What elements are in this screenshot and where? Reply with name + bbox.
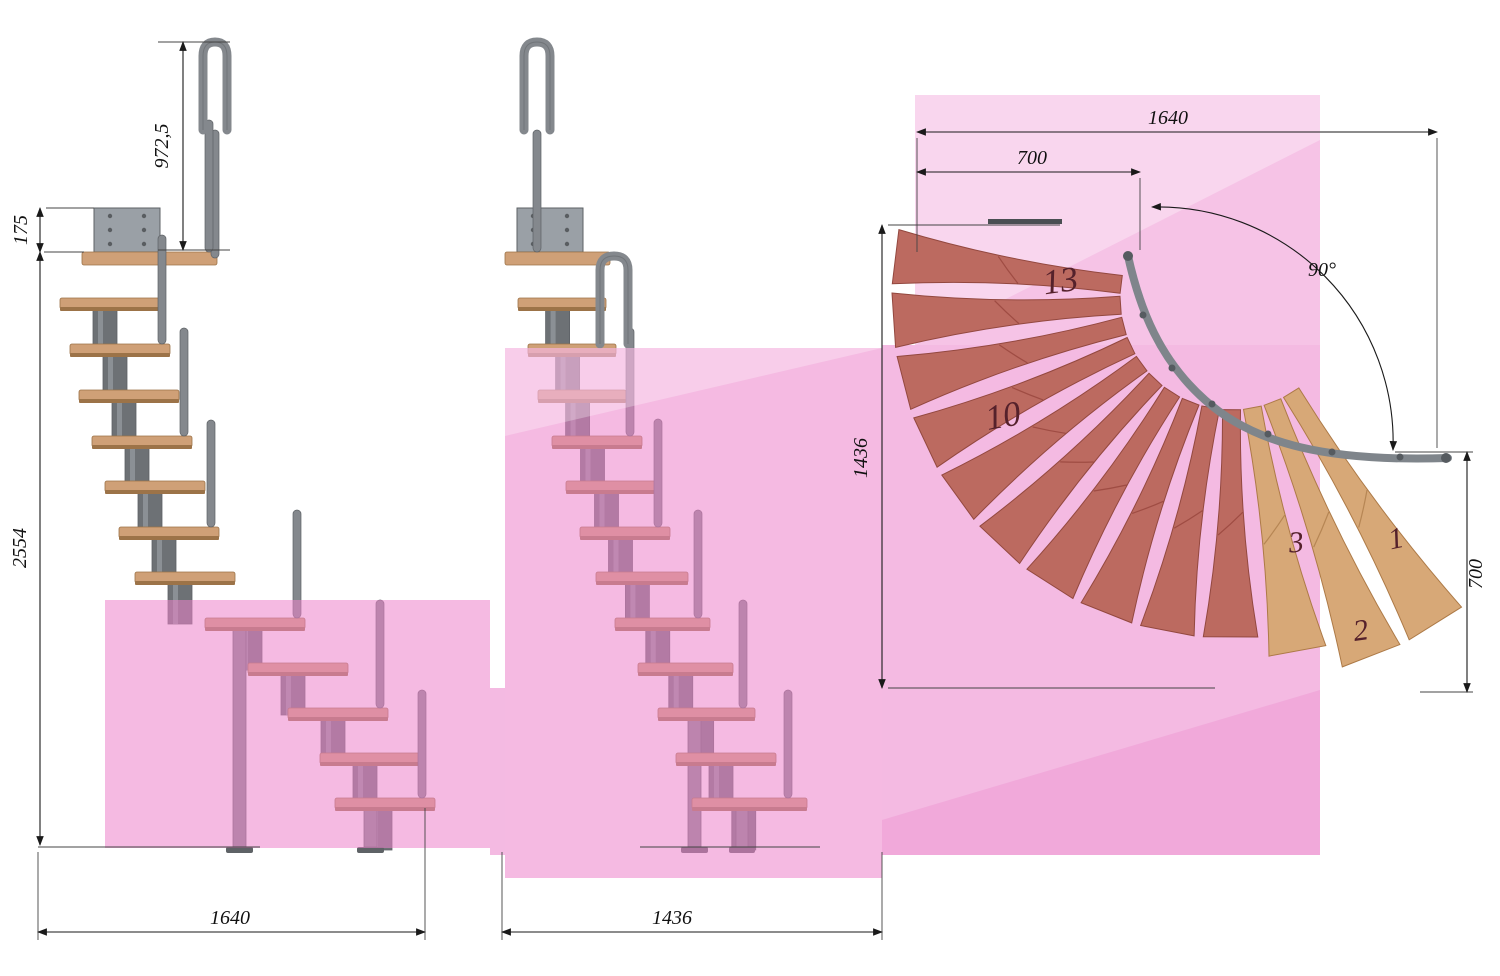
wall-mount-plate <box>516 207 584 253</box>
handrail-loop-line <box>523 41 551 130</box>
platform-tread <box>81 251 218 266</box>
handrail-loop <box>519 37 555 135</box>
rail-post-icon <box>1123 251 1133 261</box>
plan-tread-grain <box>1313 511 1330 548</box>
handrail-loop <box>595 251 633 349</box>
rail-baluster-icon <box>1328 448 1336 456</box>
plan-tread <box>896 316 1127 410</box>
rail-baluster-icon <box>1208 400 1216 408</box>
plan-tread-grain <box>1358 489 1368 528</box>
bolt-icon <box>564 227 570 233</box>
dimensions: 972,5 175 2554 1640 1436 1640 700 90° 14… <box>9 41 1487 940</box>
tread-label-2: 2 <box>1351 613 1370 648</box>
pink-overlay-strip <box>490 688 505 855</box>
stair-tread-edge <box>70 353 170 357</box>
bolt-icon <box>141 241 147 247</box>
dim-700-right: 700 <box>1465 559 1487 589</box>
tread-label-1: 1 <box>1385 521 1407 556</box>
stair-tread-edge <box>119 536 219 540</box>
dim-2554: 2554 <box>9 528 31 568</box>
plan-tread <box>913 336 1136 468</box>
tread-label-13: 13 <box>1040 259 1080 302</box>
pink-tints <box>105 348 882 878</box>
handrail-post <box>179 327 189 437</box>
plan-tread <box>1242 405 1327 657</box>
dim-700-top: 700 <box>1017 147 1047 169</box>
plan-tread-grain <box>998 344 1028 364</box>
stair-tread-edge <box>105 490 205 494</box>
rail-baluster-icon <box>1396 453 1404 461</box>
plan-tread <box>891 228 1123 294</box>
tread-label-3: 3 <box>1286 525 1305 559</box>
rail-baluster-icon <box>1139 311 1147 319</box>
handrail-post <box>204 119 214 253</box>
plan-tread-grain <box>1032 426 1066 434</box>
plan-tread-grain <box>1011 386 1044 401</box>
wall-mount-plate <box>93 207 161 253</box>
stair-spine-module <box>102 351 128 397</box>
stair-spine-module <box>111 397 137 443</box>
rail-baluster-icon <box>1168 364 1176 372</box>
stair-spine-highlight <box>130 444 135 488</box>
bolt-icon <box>141 213 147 219</box>
plan-tread-grain <box>1217 511 1244 536</box>
bolt-icon <box>141 227 147 233</box>
stair-spine-module <box>545 305 570 351</box>
pink-tint-middle <box>505 348 882 878</box>
stair-spine-module <box>137 488 163 534</box>
rail-post-icon <box>1441 453 1451 463</box>
plan-tread <box>1139 405 1221 637</box>
stair-spine-module <box>92 305 118 351</box>
handrail-post <box>206 419 216 528</box>
plan-tread-grain <box>994 300 1020 325</box>
dim-175: 175 <box>10 215 32 245</box>
plan-tread-grain <box>1093 484 1127 492</box>
bolt-icon <box>564 241 570 247</box>
wall-bracket <box>988 219 1062 224</box>
stair-spine-highlight <box>108 352 113 396</box>
dim-1436-front: 1436 <box>652 907 692 929</box>
stair-tread-edge <box>135 581 235 585</box>
handrail-post <box>532 129 542 253</box>
tread-label-10: 10 <box>982 393 1024 438</box>
plan-tread-grain <box>1263 514 1286 545</box>
handrail-loop-line <box>599 255 629 344</box>
dim-1640-plan: 1640 <box>1148 107 1188 129</box>
stair-spine-highlight <box>157 535 162 579</box>
support-foot <box>357 847 384 853</box>
plan-tread <box>1263 398 1401 668</box>
bolt-icon <box>107 241 113 247</box>
handrail-post <box>157 234 167 345</box>
plan-tread-grain <box>1132 500 1164 514</box>
stair-tread-edge <box>79 399 179 403</box>
dim-90deg: 90° <box>1308 259 1336 281</box>
dim-1640-side: 1640 <box>210 907 250 929</box>
bolt-icon <box>107 227 113 233</box>
pink-tint-left <box>105 600 490 848</box>
bolt-icon <box>564 213 570 219</box>
platform-tread <box>504 251 611 266</box>
stair-tread-edge <box>92 445 192 449</box>
stair-spine-highlight <box>550 306 556 350</box>
pink-overlay-diagonal-bottom <box>882 690 1320 855</box>
rail-baluster-icon <box>1264 430 1272 438</box>
stair-tread-edge <box>518 307 606 311</box>
dim-972-5: 972,5 <box>151 124 173 169</box>
support-foot <box>226 847 253 853</box>
plan-tread <box>979 372 1163 565</box>
plan-tread <box>941 355 1148 521</box>
stair-spine-highlight <box>98 306 103 350</box>
plan-tread-grain <box>1173 510 1203 529</box>
stair-spine-highlight <box>117 398 122 442</box>
handrail-loop <box>198 37 232 135</box>
bolt-icon <box>107 213 113 219</box>
pink-tint-highlight <box>505 348 882 436</box>
stair-spine-highlight <box>143 489 148 533</box>
plan-tread <box>891 292 1122 349</box>
dim-1436-plan: 1436 <box>850 438 872 478</box>
plan-tread-grain <box>997 256 1019 284</box>
plan-tread <box>1026 386 1181 600</box>
stair-tread-edge <box>60 307 160 311</box>
